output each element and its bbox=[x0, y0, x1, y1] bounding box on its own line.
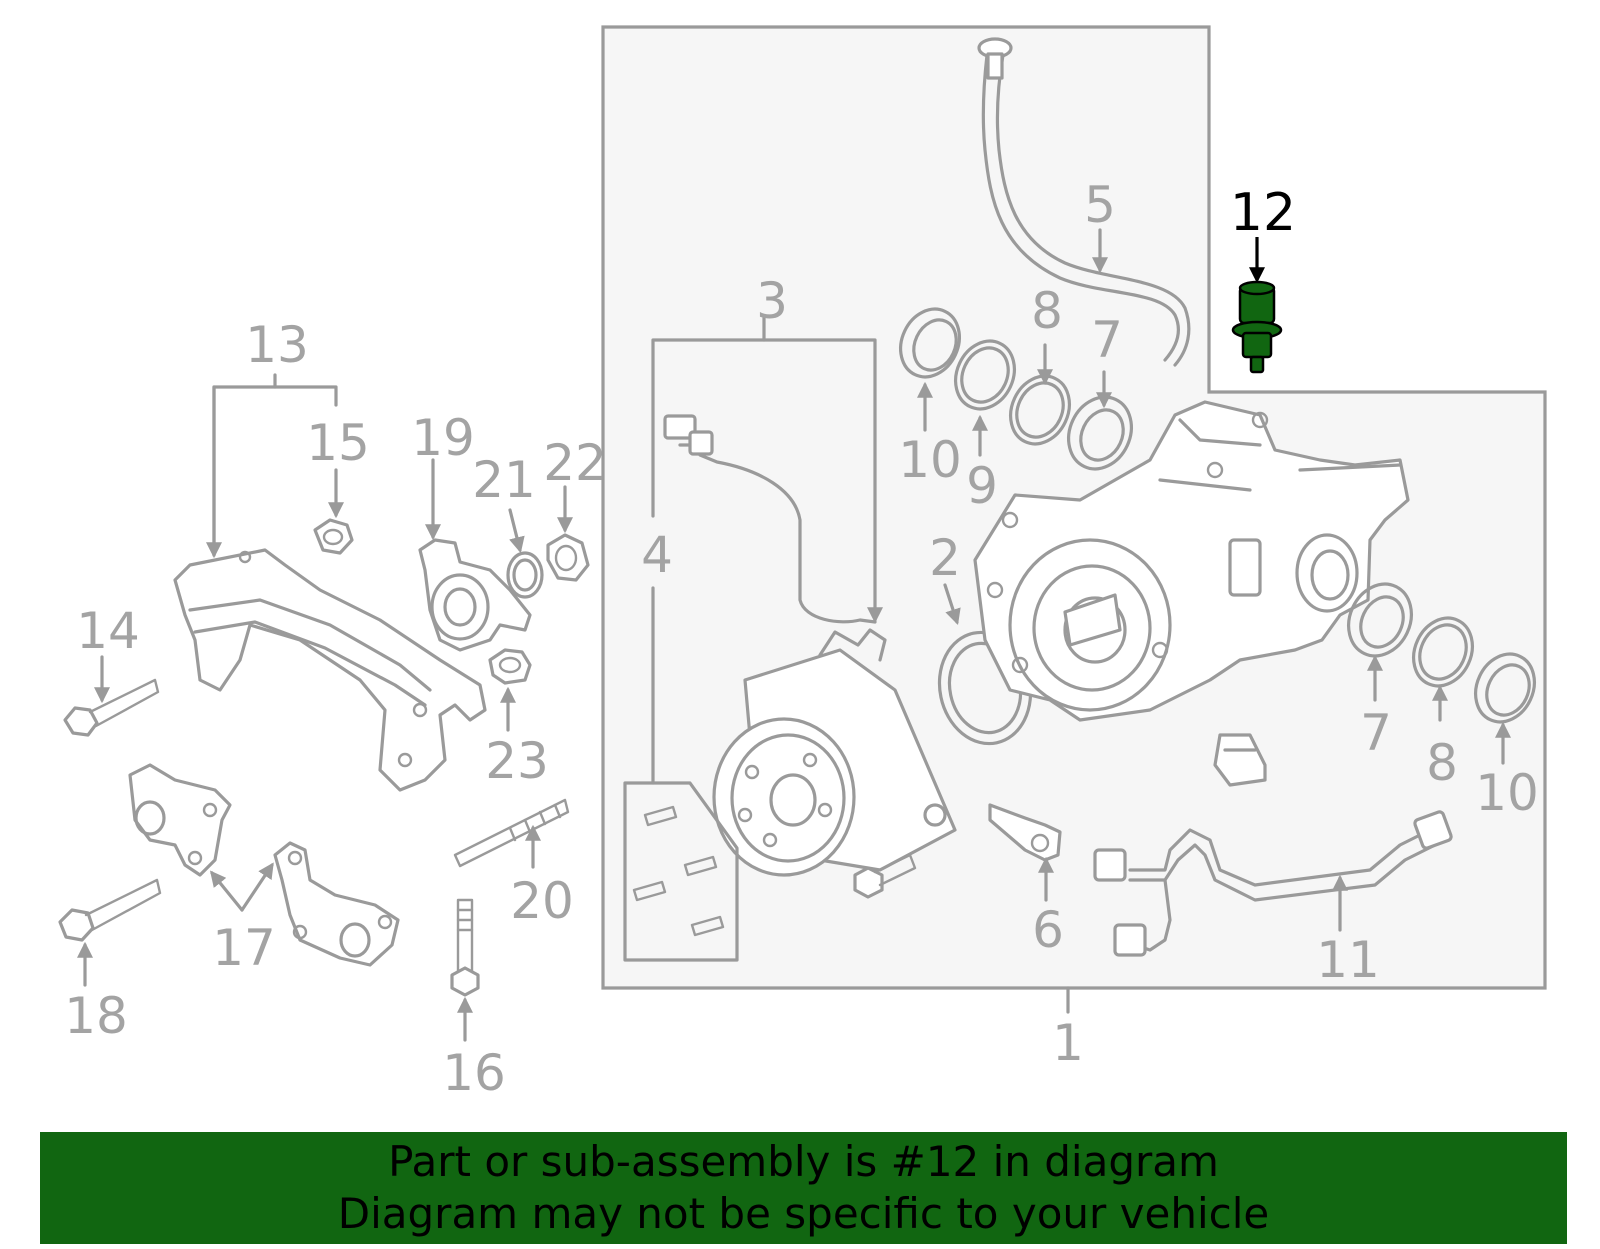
part-18-bolt bbox=[58, 878, 162, 942]
leader-lines bbox=[77, 228, 1511, 1042]
callout-9: 9 bbox=[966, 457, 998, 515]
part-4-bolt-kit bbox=[623, 781, 739, 962]
info-banner: Part or sub-assembly is #12 in diagram D… bbox=[40, 1132, 1567, 1244]
part-9-ring bbox=[954, 339, 1016, 411]
part-22-nut bbox=[546, 533, 590, 582]
part-17-bracket-a bbox=[128, 763, 232, 877]
connector-block bbox=[1213, 733, 1267, 787]
callout-10-right: 10 bbox=[1475, 764, 1539, 822]
callout-8-top: 8 bbox=[1031, 282, 1063, 340]
callout-17: 17 bbox=[212, 919, 276, 977]
callout-21: 21 bbox=[472, 451, 536, 509]
part-17-bracket-b bbox=[273, 841, 400, 967]
differential-housing bbox=[973, 400, 1410, 722]
callout-23: 23 bbox=[485, 732, 549, 790]
callout-10-top: 10 bbox=[898, 431, 962, 489]
callout-4: 4 bbox=[641, 526, 673, 584]
callout-12: 12 bbox=[1230, 183, 1296, 243]
banner-line-1: Part or sub-assembly is #12 in diagram bbox=[388, 1137, 1219, 1186]
callout-8-right: 8 bbox=[1426, 734, 1458, 792]
banner-line-2: Diagram may not be specific to your vehi… bbox=[337, 1189, 1270, 1238]
callout-7-right: 7 bbox=[1360, 704, 1392, 762]
callout-19: 19 bbox=[411, 409, 475, 467]
part-7-seal-top bbox=[1067, 395, 1133, 471]
callout-7-top: 7 bbox=[1091, 311, 1123, 369]
part-5-breather-hose bbox=[977, 37, 1191, 367]
part-15-nut bbox=[313, 518, 354, 555]
part-14-bolt bbox=[63, 678, 160, 737]
callout-2: 2 bbox=[929, 529, 961, 587]
part-3-actuator bbox=[663, 414, 957, 877]
part-20-stud bbox=[453, 798, 570, 868]
callout-15: 15 bbox=[306, 414, 370, 472]
actuator-bolt bbox=[853, 853, 917, 899]
part-19-bushing bbox=[418, 538, 532, 652]
part-23-nut bbox=[488, 648, 532, 685]
part-8-ring-right bbox=[1412, 616, 1474, 688]
part-12-breather-plug bbox=[1231, 280, 1283, 374]
callout-22: 22 bbox=[543, 434, 607, 492]
callout-16: 16 bbox=[442, 1044, 506, 1102]
part-16-bolt bbox=[450, 898, 480, 997]
part-6-sensor bbox=[988, 803, 1062, 862]
callout-labels: 1 2 3 4 5 6 7 7 8 8 9 10 10 11 12 13 14 … bbox=[64, 176, 1539, 1102]
part-10-seal-right bbox=[1474, 652, 1536, 724]
part-10-seal-top bbox=[899, 307, 961, 379]
callout-5: 5 bbox=[1084, 176, 1116, 234]
part-13-crossmember bbox=[173, 548, 487, 792]
callout-14: 14 bbox=[76, 602, 140, 660]
callout-20: 20 bbox=[510, 872, 574, 930]
callout-1: 1 bbox=[1052, 1014, 1084, 1072]
callout-18: 18 bbox=[64, 987, 128, 1045]
part-21-washer bbox=[506, 551, 544, 599]
callout-11: 11 bbox=[1316, 931, 1380, 989]
part-7-seal-right bbox=[1347, 582, 1413, 658]
part-11-harness bbox=[1093, 810, 1453, 957]
callout-3: 3 bbox=[756, 272, 788, 330]
callout-13: 13 bbox=[245, 316, 309, 374]
callout-6: 6 bbox=[1032, 901, 1064, 959]
